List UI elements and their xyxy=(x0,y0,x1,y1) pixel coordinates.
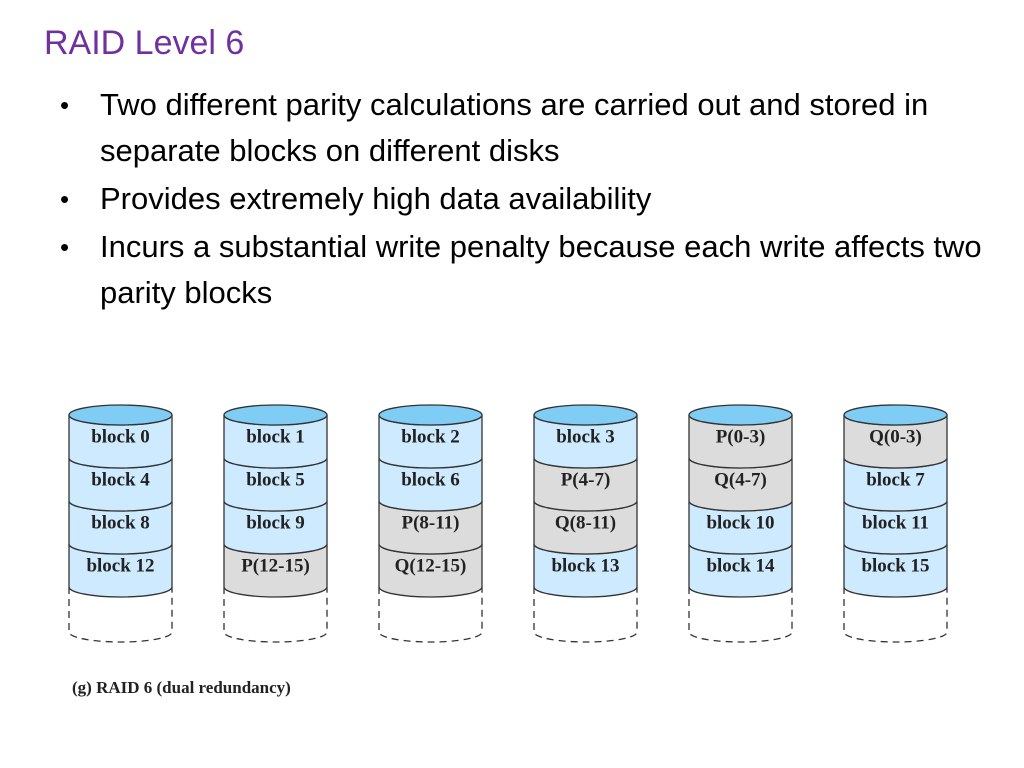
strip-label: block 10 xyxy=(706,513,774,534)
disk-top xyxy=(843,404,948,426)
bullet-list: • Two different parity calculations are … xyxy=(58,82,988,318)
strip-label: P(8-11) xyxy=(401,513,459,534)
disk-top xyxy=(223,404,328,426)
disk-empty-section xyxy=(843,587,948,643)
strip-label: Q(4-7) xyxy=(714,470,767,491)
strip-label: block 1 xyxy=(246,427,305,448)
strip-label: block 12 xyxy=(86,556,154,577)
strip-label: block 5 xyxy=(246,470,305,491)
disk-5: block 15 block 11 block 7 Q(0-3) xyxy=(843,404,948,643)
disk-empty-section xyxy=(378,587,483,643)
disk-top xyxy=(533,404,638,426)
bullet-text: Provides extremely high data availabilit… xyxy=(100,181,652,216)
disk-top xyxy=(688,404,793,426)
bullet-item: • Two different parity calculations are … xyxy=(58,82,988,174)
strip-label: Q(0-3) xyxy=(869,427,922,448)
strip-label: block 3 xyxy=(556,427,615,448)
strip-label: block 2 xyxy=(401,427,460,448)
disk-0: block 12 block 8 block 4 block 0 xyxy=(68,404,173,643)
bullet-item: • Incurs a substantial write penalty bec… xyxy=(58,224,988,316)
disk-empty-section xyxy=(68,587,173,643)
strip-label: P(12-15) xyxy=(241,556,310,577)
bullet-text: Incurs a substantial write penalty becau… xyxy=(100,229,982,310)
strip-label: block 11 xyxy=(862,513,929,534)
strip-label: block 6 xyxy=(401,470,460,491)
disk-top xyxy=(68,404,173,426)
strip-label: P(0-3) xyxy=(716,427,766,448)
disk-top xyxy=(378,404,483,426)
strip-label: block 15 xyxy=(861,556,929,577)
strip-label: block 13 xyxy=(551,556,619,577)
slide-title: RAID Level 6 xyxy=(44,24,245,62)
strip-label: block 7 xyxy=(866,470,925,491)
strip-label: block 0 xyxy=(91,427,150,448)
bullet-text: Two different parity calculations are ca… xyxy=(100,87,929,168)
bullet-marker: • xyxy=(60,90,70,120)
bullet-marker: • xyxy=(60,232,70,262)
strip-label: Q(12-15) xyxy=(395,556,467,577)
strip-label: block 14 xyxy=(706,556,775,577)
disk-1: P(12-15) block 9 block 5 block 1 xyxy=(223,404,328,643)
bullet-marker: • xyxy=(60,184,70,214)
strip-label: block 4 xyxy=(91,470,150,491)
disk-empty-section xyxy=(533,587,638,643)
strip-label: P(4-7) xyxy=(561,470,611,491)
raid6-disk-array-diagram: block 12 block 8 block 4 block 0 P(12-15) blo… xyxy=(68,404,948,643)
disk-2: Q(12-15) P(8-11) block 6 block 2 xyxy=(378,404,483,643)
disk-4: block 14 block 10 Q(4-7) P(0-3) xyxy=(688,404,793,643)
disk-empty-section xyxy=(688,587,793,643)
strip-label: Q(8-11) xyxy=(555,513,616,534)
disk-empty-section xyxy=(223,587,328,643)
bullet-item: • Provides extremely high data availabil… xyxy=(58,176,988,222)
strip-label: block 8 xyxy=(91,513,150,534)
disk-3: block 13 Q(8-11) P(4-7) block 3 xyxy=(533,404,638,643)
figure-caption: (g) RAID 6 (dual redundancy) xyxy=(72,678,291,697)
strip-label: block 9 xyxy=(246,513,305,534)
